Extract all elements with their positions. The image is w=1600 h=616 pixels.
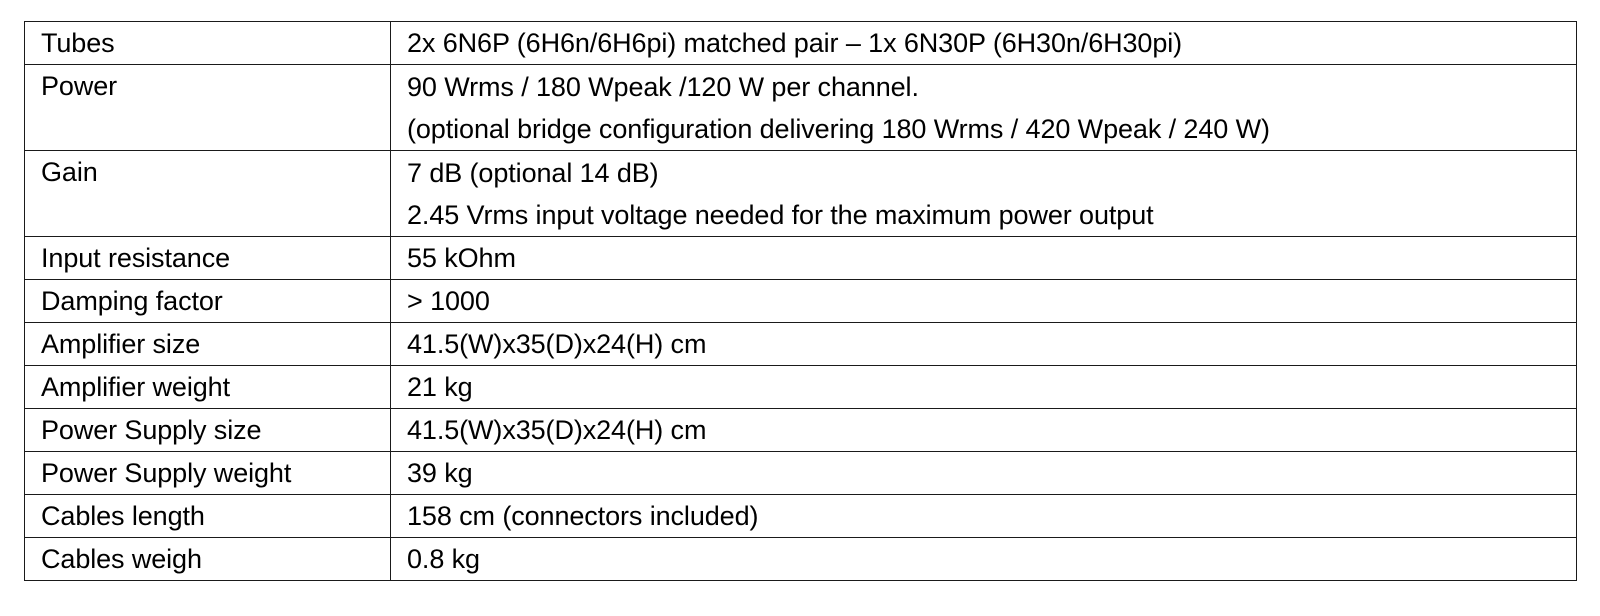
specification-table-body: Tubes 2x 6N6P (6H6n/6H6pi) matched pair –… — [24, 21, 1577, 581]
spec-value-cell: 2x 6N6P (6H6n/6H6pi) matched pair – 1x 6… — [390, 21, 1577, 65]
spec-value-line: > 1000 — [407, 286, 490, 316]
spec-row: Cables length 158 cm (connectors included… — [24, 494, 1577, 538]
spec-label-cell: Power — [24, 64, 391, 151]
spec-label-cell: Damping factor — [24, 279, 391, 323]
spec-label-cell: Amplifier weight — [24, 365, 391, 409]
spec-value-line: 39 kg — [407, 458, 473, 488]
specification-table: Tubes 2x 6N6P (6H6n/6H6pi) matched pair –… — [24, 21, 1577, 581]
spec-label-cell: Cables length — [24, 494, 391, 538]
spec-value-cell: 90 Wrms / 180 Wpeak /120 W per channel. (… — [390, 64, 1577, 151]
spec-value-cell: 41.5(W)x35(D)x24(H) cm — [390, 322, 1577, 366]
spec-row: Damping factor > 1000 — [24, 279, 1577, 323]
spec-value-line: 2x 6N6P (6H6n/6H6pi) matched pair – 1x 6… — [407, 28, 1183, 58]
spec-label-cell: Cables weigh — [24, 537, 391, 581]
spec-value-line: 7 dB (optional 14 dB) — [407, 158, 659, 188]
spec-value-line: 90 Wrms / 180 Wpeak /120 W per channel. — [407, 72, 919, 102]
spec-label-cell: Gain — [24, 150, 391, 237]
spec-label-cell: Amplifier size — [24, 322, 391, 366]
spec-label-cell: Power Supply size — [24, 408, 391, 452]
spec-row: Gain 7 dB (optional 14 dB) 2.45 Vrms input… — [24, 150, 1577, 237]
spec-row: Amplifier weight 21 kg — [24, 365, 1577, 409]
spec-value-line: 21 kg — [407, 372, 473, 402]
spec-row: Input resistance 55 kOhm — [24, 236, 1577, 280]
spec-value-line: 2.45 Vrms input voltage needed for the m… — [407, 200, 1154, 230]
spec-value-cell: 41.5(W)x35(D)x24(H) cm — [390, 408, 1577, 452]
spec-value-cell: 39 kg — [390, 451, 1577, 495]
spec-value-cell: 158 cm (connectors included) — [390, 494, 1577, 538]
spec-row: Power Supply size 41.5(W)x35(D)x24(H) cm — [24, 408, 1577, 452]
spec-value-cell: 55 kOhm — [390, 236, 1577, 280]
spec-value-cell: 7 dB (optional 14 dB) 2.45 Vrms input vol… — [390, 150, 1577, 237]
spec-value-line: 41.5(W)x35(D)x24(H) cm — [407, 329, 707, 359]
spec-label-cell: Input resistance — [24, 236, 391, 280]
spec-value-cell: > 1000 — [390, 279, 1577, 323]
spec-row: Cables weigh 0.8 kg — [24, 537, 1577, 581]
spec-value-cell: 21 kg — [390, 365, 1577, 409]
spec-value-line: 158 cm (connectors included) — [407, 501, 759, 531]
spec-row: Power Supply weight 39 kg — [24, 451, 1577, 495]
spec-row: Amplifier size 41.5(W)x35(D)x24(H) cm — [24, 322, 1577, 366]
spec-label-cell: Tubes — [24, 21, 391, 65]
specification-sheet: Tubes 2x 6N6P (6H6n/6H6pi) matched pair –… — [24, 21, 1577, 581]
spec-value-cell: 0.8 kg — [390, 537, 1577, 581]
spec-value-line: 55 kOhm — [407, 243, 516, 273]
spec-value-line: (optional bridge configuration deliverin… — [407, 114, 1270, 144]
spec-label-cell: Power Supply weight — [24, 451, 391, 495]
spec-row: Tubes 2x 6N6P (6H6n/6H6pi) matched pair –… — [24, 21, 1577, 65]
spec-value-line: 0.8 kg — [407, 544, 480, 574]
spec-value-line: 41.5(W)x35(D)x24(H) cm — [407, 415, 707, 445]
